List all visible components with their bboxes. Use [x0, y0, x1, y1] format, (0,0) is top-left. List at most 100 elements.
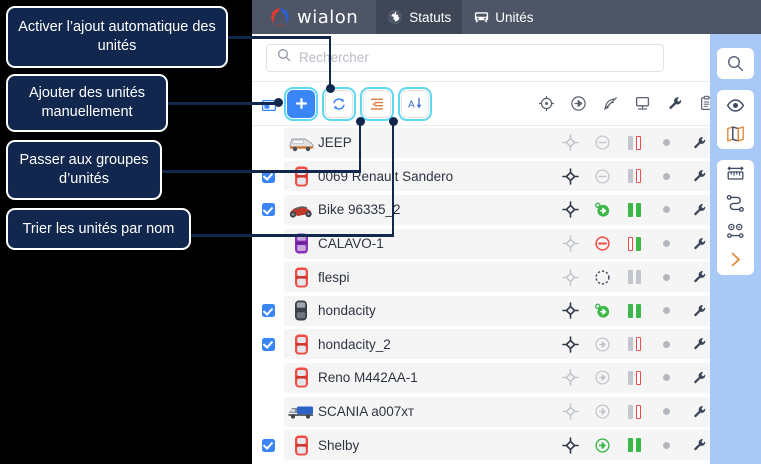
route-icon[interactable]: [726, 194, 745, 213]
callout-sort: Trier les unités par nom: [6, 208, 191, 250]
units-list[interactable]: JEEP: [252, 126, 761, 464]
table-row[interactable]: JEEP: [252, 126, 761, 160]
unit-row-body[interactable]: hondacity_2: [284, 329, 753, 360]
status-icon[interactable]: [594, 134, 611, 151]
wrench-icon[interactable]: [690, 201, 707, 218]
wrench-icon[interactable]: [690, 168, 707, 185]
unit-checkbox[interactable]: [252, 304, 284, 318]
wrench-icon[interactable]: [690, 269, 707, 286]
wrench-icon[interactable]: [690, 369, 707, 386]
vehicle-icon: [284, 266, 318, 289]
eye-icon[interactable]: [726, 96, 745, 115]
status-icon[interactable]: [594, 437, 611, 454]
locate-icon[interactable]: [562, 369, 579, 387]
state-dot-icon: [658, 369, 675, 386]
unit-row-body[interactable]: flespi: [284, 262, 753, 293]
arrow-circle-icon[interactable]: [570, 95, 587, 112]
checkbox-checked[interactable]: [261, 438, 275, 452]
unit-name: hondacity_2: [318, 336, 391, 352]
status-icon[interactable]: [594, 336, 611, 353]
signal-bars-icon: [626, 437, 643, 454]
locate-icon[interactable]: [562, 268, 579, 286]
unit-row-body[interactable]: 0069 Renault Sandero: [284, 161, 753, 192]
locate-icon[interactable]: [562, 201, 579, 219]
unit-row-body[interactable]: Reno M442AA-1: [284, 362, 753, 393]
status-icon[interactable]: [594, 369, 611, 386]
state-dot-icon: [658, 336, 675, 353]
unit-row-body[interactable]: Bike 96335_2: [284, 194, 753, 225]
status-icon[interactable]: [594, 403, 611, 420]
signal-off-icon[interactable]: [602, 95, 619, 112]
checkbox-checked[interactable]: [261, 304, 275, 318]
unit-row-body[interactable]: SCANIA a007хт: [284, 396, 753, 427]
checkbox-checked[interactable]: [261, 203, 275, 217]
search-placeholder: Rechercher: [299, 50, 369, 65]
wrench-icon[interactable]: [690, 437, 707, 454]
unit-row-body[interactable]: Shelby: [284, 430, 753, 461]
status-icon[interactable]: [594, 235, 611, 252]
table-row[interactable]: hondacity_2: [252, 328, 761, 362]
locate-icon[interactable]: [562, 302, 579, 320]
wrench-icon[interactable]: [666, 95, 683, 112]
locate-icon[interactable]: [562, 168, 579, 185]
locate-icon[interactable]: [562, 403, 579, 420]
unit-checkbox[interactable]: [252, 337, 284, 351]
wrench-icon[interactable]: [690, 235, 707, 252]
unit-checkbox[interactable]: [252, 169, 284, 183]
add-unit-button[interactable]: [284, 86, 318, 121]
table-row[interactable]: flespi: [252, 260, 761, 294]
table-row[interactable]: CALAVO-1: [252, 227, 761, 261]
locate-icon[interactable]: [562, 235, 579, 252]
switch-to-groups-button[interactable]: [360, 86, 394, 121]
tab-statuts[interactable]: Statuts: [376, 0, 463, 34]
status-icon[interactable]: [594, 302, 611, 319]
monitor-icon[interactable]: [634, 95, 651, 112]
table-row[interactable]: SCANIA a007хт: [252, 395, 761, 429]
leader-sort-v: [391, 120, 394, 235]
geofence-icon[interactable]: [726, 222, 745, 241]
tab-unites[interactable]: Unités: [462, 0, 544, 34]
clipboard-icon[interactable]: [698, 95, 715, 112]
bus-icon: [473, 9, 489, 25]
wrench-icon[interactable]: [690, 403, 707, 420]
wialon-app-window: wialon Statuts: [252, 0, 761, 464]
search-input[interactable]: Rechercher: [266, 43, 664, 72]
unit-row-body[interactable]: JEEP: [284, 127, 753, 158]
signal-bars-icon: [626, 235, 643, 252]
status-icon[interactable]: [594, 269, 611, 286]
state-dot-icon: [658, 437, 675, 454]
unit-row-body[interactable]: hondacity: [284, 295, 753, 326]
wrench-icon[interactable]: [690, 302, 707, 319]
ruler-icon[interactable]: [726, 166, 745, 185]
sort-by-name-button[interactable]: A: [398, 86, 432, 121]
locate-icon[interactable]: [562, 436, 579, 454]
expand-chevron-icon[interactable]: [726, 250, 745, 269]
track-target-icon[interactable]: [538, 95, 555, 112]
globe-icon: [387, 9, 403, 25]
search-icon[interactable]: [726, 54, 745, 73]
unit-checkbox[interactable]: [252, 438, 284, 452]
checkbox-checked[interactable]: [261, 169, 275, 183]
status-icon[interactable]: [594, 168, 611, 185]
table-row[interactable]: 0069 Renault Sandero: [252, 160, 761, 194]
table-row[interactable]: Reno M442AA-1: [252, 361, 761, 395]
table-row[interactable]: Shelby: [252, 428, 761, 462]
map-icon[interactable]: [726, 124, 745, 143]
leader-sort-h: [191, 234, 394, 237]
unit-checkbox[interactable]: [252, 203, 284, 217]
checkbox-checked[interactable]: [261, 337, 275, 351]
callout-groups-text: Passer aux groupes d’unités: [19, 152, 149, 187]
tab-statuts-label: Statuts: [409, 9, 452, 25]
table-row[interactable]: Bike 96335_2: [252, 193, 761, 227]
unit-name: hondacity: [318, 303, 376, 319]
unit-row-body[interactable]: CALAVO-1: [284, 228, 753, 259]
state-dot-icon: [658, 134, 675, 151]
locate-icon[interactable]: [562, 336, 579, 353]
wrench-icon[interactable]: [690, 336, 707, 353]
wrench-icon[interactable]: [690, 134, 707, 151]
auto-add-units-button[interactable]: [322, 86, 356, 121]
status-icon[interactable]: [594, 201, 611, 218]
locate-icon[interactable]: [562, 134, 579, 152]
state-dot-icon: [658, 403, 675, 420]
table-row[interactable]: hondacity: [252, 294, 761, 328]
